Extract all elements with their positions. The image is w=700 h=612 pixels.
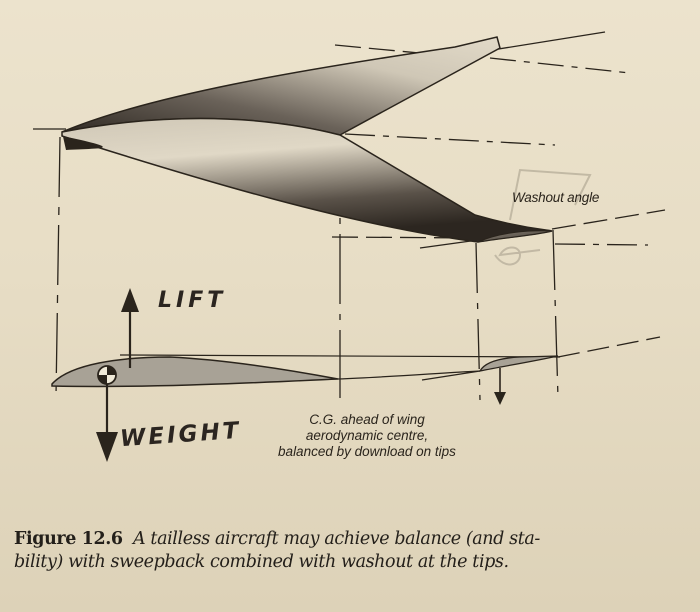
figure-number: Figure 12.6 xyxy=(14,529,123,549)
washout-angle-label: Washout angle xyxy=(512,190,600,205)
pencil-sketch xyxy=(494,168,592,266)
near-wing-panel xyxy=(61,117,553,243)
lift-label: LIFT xyxy=(158,288,227,313)
caption-line1: A tailless aircraft may achieve balance … xyxy=(133,529,540,549)
cg-note: C.G. ahead of wing aerodynamic centre, b… xyxy=(242,412,492,460)
cg-note-line1: C.G. ahead of wing xyxy=(309,412,425,427)
caption-line2: bility) with sweepback combined with was… xyxy=(14,552,509,572)
figure-caption: Figure 12.6 A tailless aircraft may achi… xyxy=(14,528,694,574)
cg-note-line3: balanced by download on tips xyxy=(278,444,456,459)
far-wing-panel xyxy=(61,36,501,136)
root-airfoil xyxy=(51,356,339,388)
tip-airfoil xyxy=(478,355,559,372)
cg-note-line2: aerodynamic centre, xyxy=(305,428,429,443)
cg-symbol-icon xyxy=(97,365,117,385)
side-view xyxy=(51,288,561,462)
